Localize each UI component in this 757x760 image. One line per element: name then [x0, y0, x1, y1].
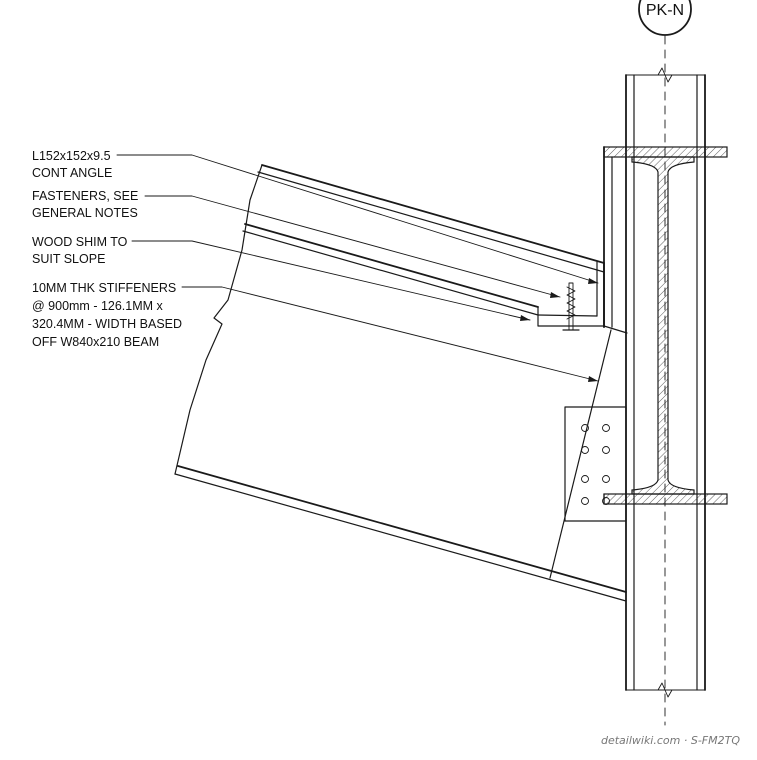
continuous-angle: [537, 261, 605, 328]
leader-shim: [131, 240, 531, 321]
leader-angle: [116, 154, 599, 284]
steel-column: [625, 67, 706, 698]
note-fasteners-line-2: GENERAL NOTES: [32, 206, 138, 220]
grid-label: PK-N: [646, 2, 684, 19]
note-shim: WOOD SHIM TO SUIT SLOPE: [32, 235, 128, 266]
i-section-in-column: [631, 156, 695, 495]
note-fasteners-line-1: FASTENERS, SEE: [32, 189, 138, 203]
leader-fasteners: [144, 195, 561, 298]
note-fasteners: FASTENERS, SEE GENERAL NOTES: [32, 189, 138, 220]
note-angle: L152x152x9.5 CONT ANGLE: [32, 149, 112, 180]
note-stiffeners: 10MM THK STIFFENERS @ 900mm - 126.1MM x …: [32, 281, 182, 349]
note-stiffeners-line-3: 320.4MM - WIDTH BASED: [32, 317, 182, 331]
shear-tab-plate: [564, 406, 627, 522]
note-stiffeners-line-1: 10MM THK STIFFENERS: [32, 281, 176, 295]
watermark: detailwiki.com · S-FM2TQ: [601, 734, 740, 747]
column-break-top: [625, 67, 706, 83]
bolt-group: [581, 424, 610, 505]
note-angle-line-1: L152x152x9.5: [32, 149, 111, 163]
leader-lines: [116, 154, 599, 382]
bottom-cap-plate: [603, 493, 728, 505]
beam-break-left: [174, 164, 263, 475]
note-shim-line-2: SUIT SLOPE: [32, 252, 105, 266]
top-cap-plate: [603, 146, 728, 158]
sloped-beam: [174, 164, 628, 602]
lag-screw: [562, 282, 580, 331]
column-side-plate: [603, 146, 613, 505]
note-angle-line-2: CONT ANGLE: [32, 166, 112, 180]
note-stiffeners-line-4: OFF W840x210 BEAM: [32, 335, 159, 349]
leader-stiffeners: [181, 286, 599, 382]
column-break-bottom: [625, 682, 706, 698]
note-shim-line-1: WOOD SHIM TO: [32, 235, 128, 249]
note-stiffeners-line-2: @ 900mm - 126.1MM x: [32, 299, 164, 313]
